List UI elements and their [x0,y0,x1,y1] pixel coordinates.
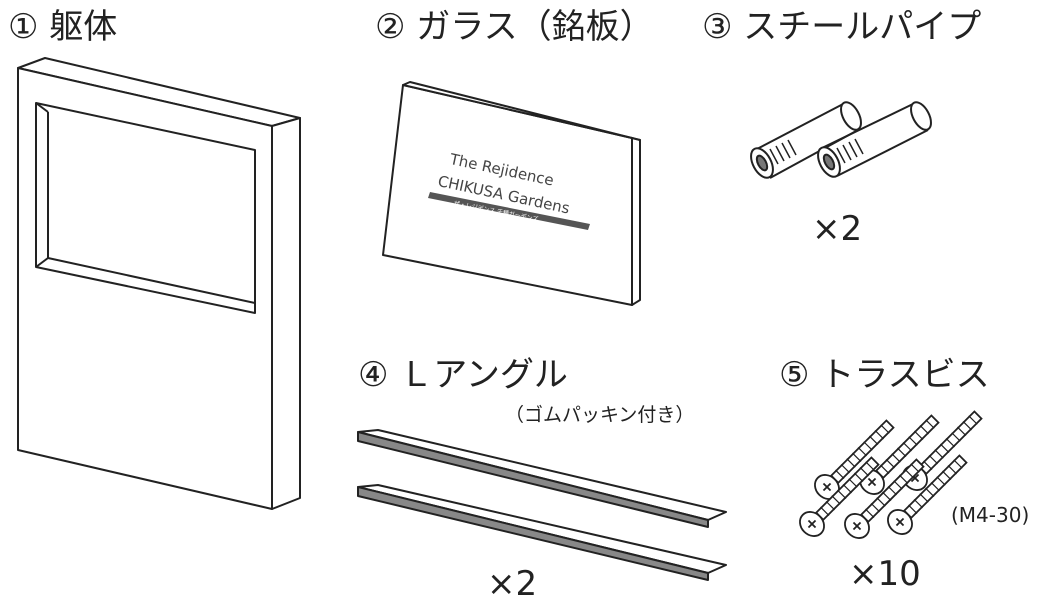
part3-quantity: ×2 [812,209,863,249]
part5-label: ⑤ トラスビス [779,355,990,395]
part5-quantity: ×10 [849,554,921,594]
part4-label: ④ Ｌアングル [358,355,568,395]
steel-pipe-illustration [750,101,932,179]
part5-spec: (M4-30) [951,503,1030,527]
part3-label: ③ スチールパイプ [702,7,982,47]
l-angle-illustration [357,429,727,581]
part1-label: ① 躯体 [8,7,118,47]
glass-plate-illustration [382,81,641,306]
part4-quantity: ×2 [487,564,538,604]
part2-label: ② ガラス（銘板） [375,7,654,47]
truss-screw-illustration [799,410,983,539]
part4-note: （ゴムパッキン付き） [505,404,695,426]
body-frame-illustration [17,57,301,510]
